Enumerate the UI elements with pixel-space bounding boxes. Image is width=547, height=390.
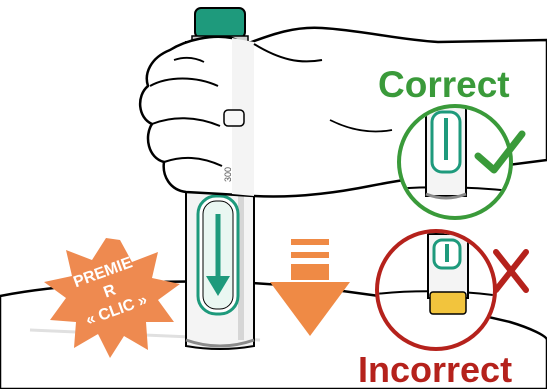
pen-marking: 300 <box>223 167 233 182</box>
cross-mark-icon <box>496 252 526 290</box>
correct-label: Correct <box>378 66 510 103</box>
incorrect-label: Incorrect <box>358 352 512 388</box>
